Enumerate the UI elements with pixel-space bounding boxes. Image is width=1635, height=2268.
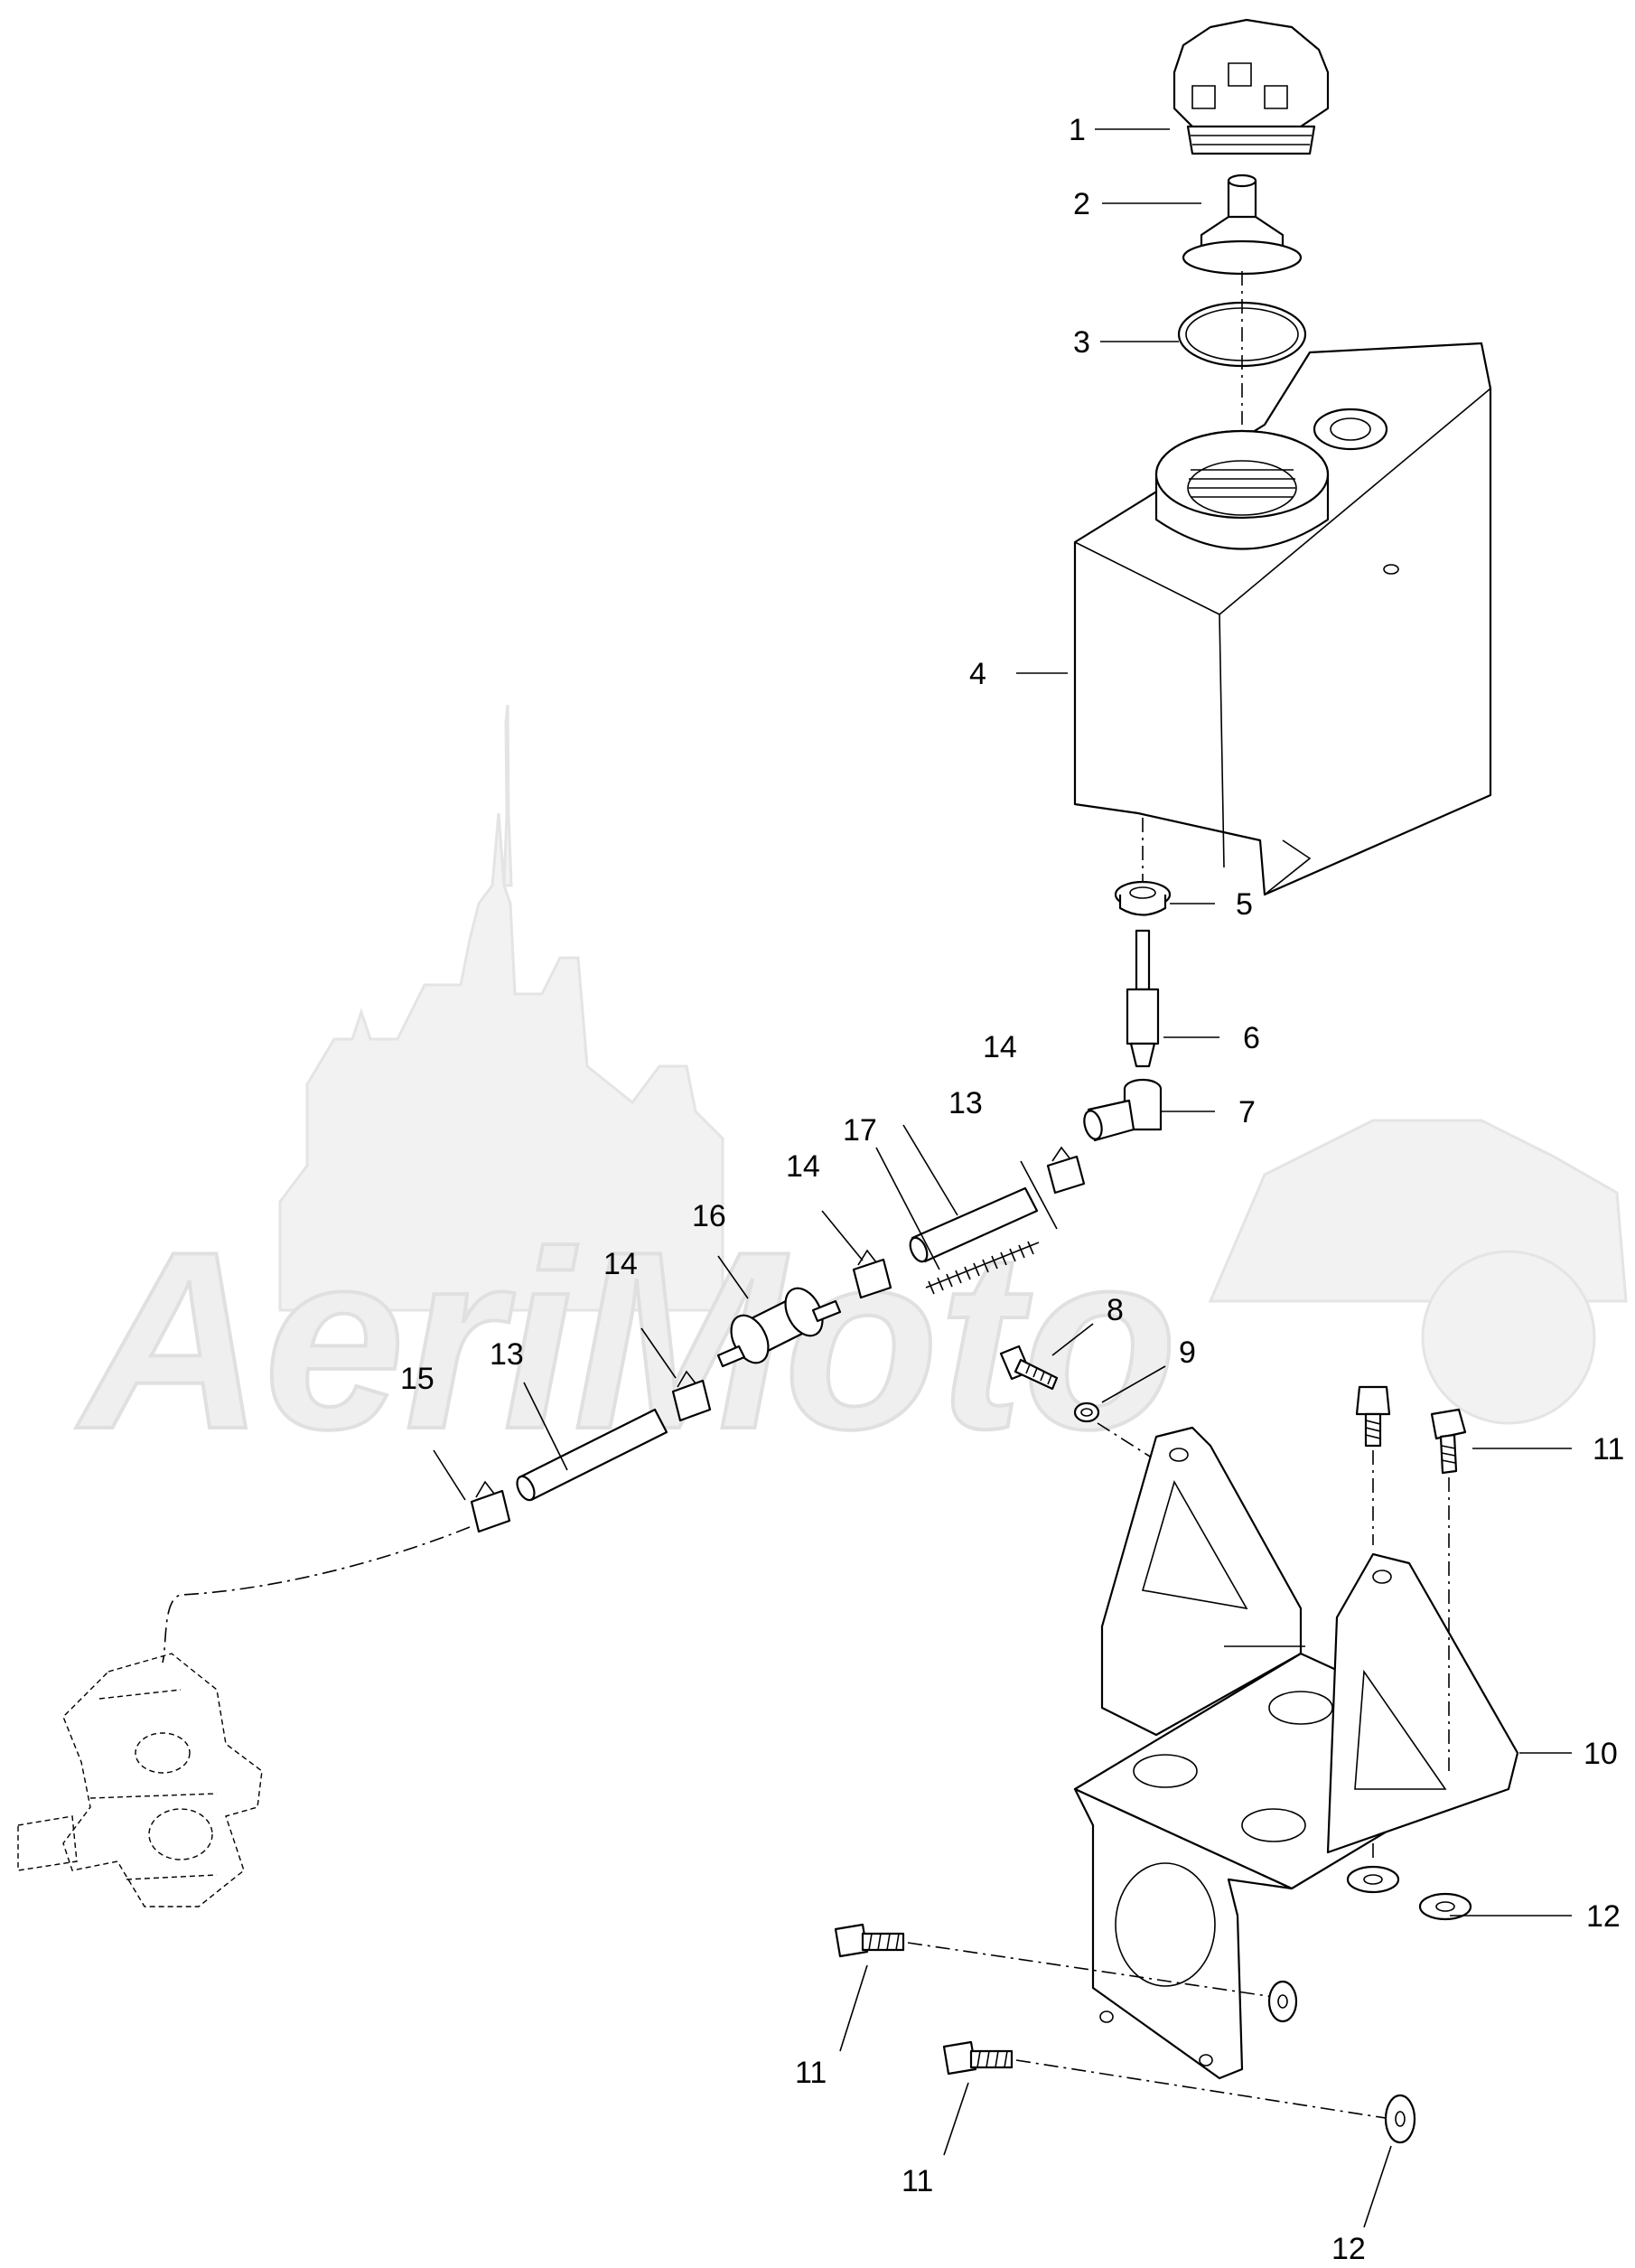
callout-12-lower: 12	[1331, 2232, 1366, 2263]
callout-1: 1	[1069, 113, 1086, 147]
hose-clamp-14-upper	[1046, 1146, 1086, 1195]
callout-labels: 1 2 3 4 5 6 7 8 9 10 11 11 11 12 12 13 1…	[400, 113, 1624, 2266]
watermark-spire-skyline	[278, 812, 724, 1312]
callout-16: 16	[692, 1199, 726, 1233]
watermark-wheel	[1421, 1250, 1596, 1425]
bolt-11-bottom-left	[834, 1923, 1275, 1998]
fitting-strainer	[1126, 929, 1160, 1068]
vent-valve	[1182, 173, 1303, 276]
callout-4: 4	[969, 657, 986, 691]
callout-12-upper: 12	[1586, 1899, 1621, 1934]
bolt-11-top-left	[1355, 1385, 1391, 1545]
filler-cap	[1173, 18, 1330, 155]
bolt-11-top-right	[1430, 1408, 1467, 1771]
bolt-8	[999, 1345, 1059, 1391]
callout-14-lower: 14	[603, 1247, 638, 1281]
callout-2: 2	[1073, 187, 1090, 221]
hose-clamp-14-lower	[671, 1370, 712, 1422]
washer-12-lower-left	[1267, 1980, 1298, 2023]
callout-5: 5	[1236, 887, 1253, 922]
callout-11-bottom-right: 11	[902, 2164, 933, 2198]
hose-clamp-14-middle	[852, 1249, 892, 1299]
washer-12-lower-right	[1384, 2094, 1416, 2144]
oil-pump-ghost	[17, 1653, 263, 1907]
callout-13-upper: 13	[948, 1086, 983, 1120]
washer-12-upper-left	[1346, 1843, 1400, 1894]
bolt-11-bottom-right	[942, 2040, 1392, 2120]
callout-8: 8	[1107, 1293, 1124, 1327]
grommet	[1114, 818, 1172, 916]
callout-17: 17	[843, 1113, 877, 1148]
spring-17	[925, 1241, 1040, 1295]
callout-11-top: 11	[1593, 1432, 1624, 1467]
fuel-filter-16	[716, 1287, 842, 1368]
callout-15: 15	[400, 1362, 434, 1396]
hose-clamp-15	[470, 1480, 511, 1533]
callout-7: 7	[1238, 1095, 1256, 1129]
elbow-fitting	[1083, 1078, 1163, 1142]
callout-leaders	[433, 128, 1572, 2228]
hose-13-lower	[516, 1408, 668, 1502]
callout-6: 6	[1243, 1021, 1260, 1055]
hose-route-line	[162, 1526, 471, 1664]
washer-12-upper-right	[1418, 1892, 1472, 1921]
callout-13-lower: 13	[490, 1337, 524, 1372]
callout-9: 9	[1179, 1335, 1196, 1370]
callout-10: 10	[1584, 1737, 1618, 1771]
watermark-text: AeriMoto	[73, 1200, 1177, 1482]
watermark-needle-spire	[502, 704, 513, 887]
callout-11-bottom-left: 11	[795, 2056, 827, 2090]
mounting-bracket	[1073, 1426, 1519, 2080]
watermark: AeriMoto	[71, 704, 1628, 1484]
callout-14-upper: 14	[983, 1030, 1017, 1064]
callout-3: 3	[1073, 325, 1090, 360]
oil-tank	[1073, 342, 1492, 896]
callout-14-middle: 14	[786, 1149, 820, 1184]
hose-13-upper	[909, 1186, 1039, 1263]
